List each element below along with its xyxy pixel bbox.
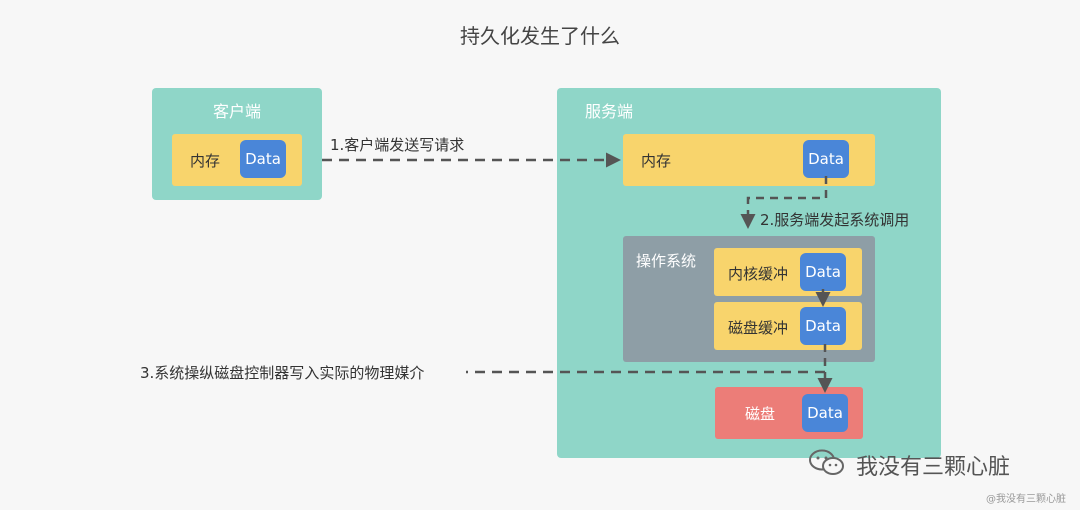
wechat-icon <box>808 448 846 478</box>
step1-label: 1.客户端发送写请求 <box>330 136 465 154</box>
disk-label: 磁盘 <box>745 405 776 423</box>
watermark-small-text: @我没有三颗心脏 <box>986 494 1066 505</box>
server-panel: 服务端 内存 Data 操作系统 内核缓冲 Data 磁盘缓冲 Data 磁盘 … <box>557 88 941 458</box>
diagram-title: 持久化发生了什么 <box>460 24 620 48</box>
kernel-buffer-data-block: Data <box>800 253 846 291</box>
server-label: 服务端 <box>585 102 634 121</box>
client-memory-label: 内存 <box>190 152 221 170</box>
client-data-block: Data <box>240 140 286 178</box>
client-label: 客户端 <box>212 102 261 121</box>
os-label: 操作系统 <box>636 252 697 270</box>
server-memory-data-block: Data <box>803 140 849 178</box>
disk-box: 磁盘 Data <box>715 387 863 439</box>
step2-label: 2.服务端发起系统调用 <box>760 211 910 229</box>
kernel-buffer-label: 内核缓冲 <box>728 265 789 283</box>
step3-label: 3.系统操纵磁盘控制器写入实际的物理媒介 <box>140 364 425 382</box>
client-memory-box: 内存 Data <box>172 134 302 186</box>
os-box: 操作系统 内核缓冲 Data 磁盘缓冲 Data <box>623 236 875 362</box>
disk-buffer-label: 磁盘缓冲 <box>728 319 789 337</box>
disk-buffer-box: 磁盘缓冲 Data <box>714 302 862 350</box>
kernel-buffer-box: 内核缓冲 Data <box>714 248 862 296</box>
server-memory-box: 内存 Data <box>623 134 875 186</box>
watermark-text: 我没有三颗心脏 <box>856 455 1011 480</box>
disk-buffer-data-block: Data <box>800 307 846 345</box>
client-panel: 客户端 内存 Data <box>152 88 322 200</box>
server-memory-label: 内存 <box>641 152 672 170</box>
disk-data-block: Data <box>802 394 848 432</box>
